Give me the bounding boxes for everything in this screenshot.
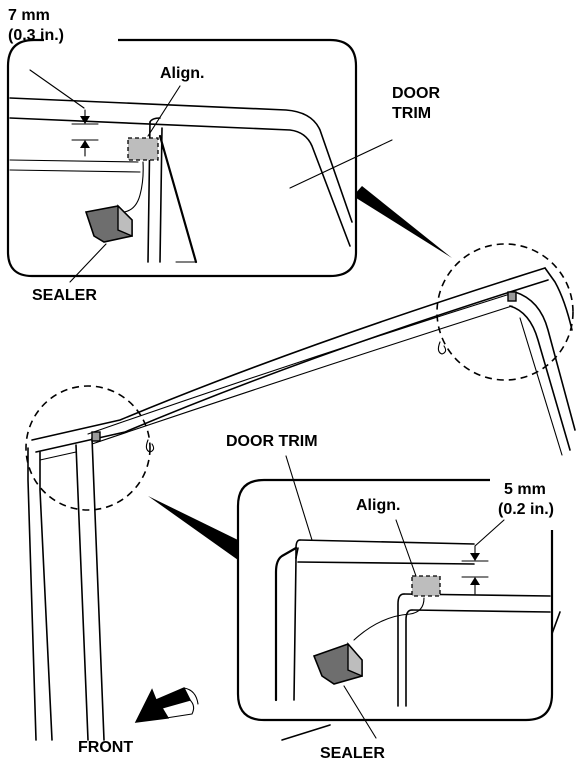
bottom-dimension-in: (0.2 in.) [498, 501, 554, 518]
bottom-callout-box [236, 455, 554, 739]
front-label: FRONT [78, 739, 133, 756]
bottom-door-trim-label: DOOR TRIM [226, 433, 318, 450]
bottom-callout-pointer [148, 496, 238, 560]
door-frame [27, 267, 576, 741]
top-callout-pointer [353, 186, 452, 258]
top-callout-box [6, 38, 393, 283]
bottom-sealer-label: SEALER [320, 745, 385, 762]
top-dimension-in: (0.3 in.) [8, 27, 64, 44]
front-corner-circle [25, 385, 151, 511]
bottom-dimension-mm: 5 mm [504, 481, 546, 498]
top-align-label: Align. [160, 65, 204, 82]
top-sealer-label: SEALER [32, 287, 97, 304]
top-dimension-mm: 7 mm [8, 7, 50, 24]
front-arrow [134, 687, 199, 723]
top-door-trim-label-2: TRIM [392, 105, 431, 122]
bottom-align-label: Align. [356, 497, 400, 514]
rear-corner-circle [436, 243, 574, 381]
top-door-trim-label-1: DOOR [392, 85, 440, 102]
